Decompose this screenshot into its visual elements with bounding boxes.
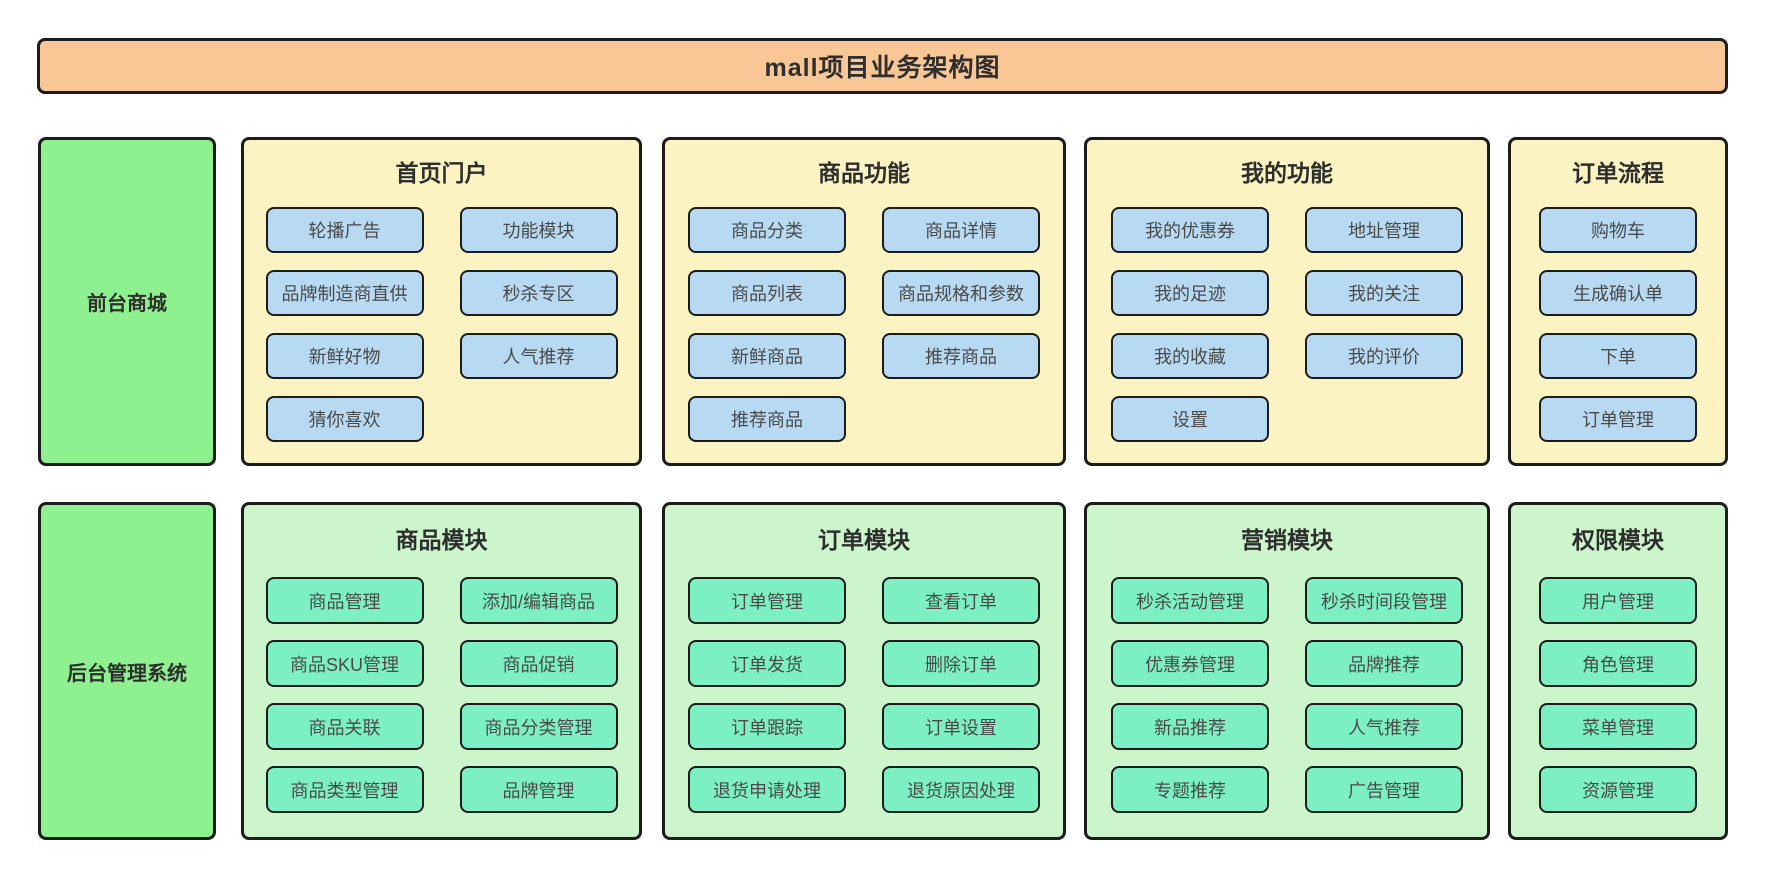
diagram-node: 秒杀专区 [459,270,618,316]
diagram-node: 资源管理 [1539,766,1697,813]
diagram-node: 我的优惠券 [1111,207,1269,253]
diagram-node: 订单管理 [688,577,846,624]
diagram-node: 广告管理 [1305,766,1463,813]
sidebar-backend-label: 后台管理系统 [67,662,187,685]
diagram-node: 我的足迹 [1111,270,1269,316]
diagram-node: 秒杀活动管理 [1111,577,1269,624]
diagram-node: 我的关注 [1305,270,1463,316]
diagram-node: 我的评价 [1305,333,1463,379]
diagram-node: 优惠券管理 [1111,640,1269,687]
diagram-node: 新鲜商品 [688,333,846,379]
diagram-node: 生成确认单 [1539,270,1697,316]
frontend-mall-section: 前台商城 首页门户轮播广告品牌制造商直供新鲜好物猜你喜欢 功能模块秒杀专区人气推荐… [0,137,1765,466]
diagram-node: 查看订单 [882,577,1040,624]
diagram-node: 商品关联 [265,703,424,750]
diagram-panel: 商品功能商品分类商品列表新鲜商品推荐商品商品详情商品规格和参数推荐商品 [662,137,1066,466]
panel-node-grid: 用户管理角色管理菜单管理资源管理 [1511,577,1725,813]
diagram-panel: 营销模块秒杀活动管理优惠券管理新品推荐专题推荐 秒杀时间段管理品牌推荐人气推荐广告… [1084,502,1490,840]
panel-title: 我的功能 [1241,160,1333,186]
diagram-title: mall项目业务架构图 [764,54,1001,82]
diagram-node: 品牌管理 [459,766,618,813]
diagram-node: 轮播广告 [265,207,424,253]
diagram-node: 用户管理 [1539,577,1697,624]
diagram-node: 购物车 [1539,207,1697,253]
sidebar-frontend-mall: 前台商城 [38,137,216,466]
diagram-node: 商品规格和参数 [882,270,1040,316]
panel-title: 商品模块 [395,527,488,553]
diagram-node: 商品类型管理 [265,766,424,813]
diagram-node: 商品促销 [459,640,618,687]
panel-node-grid: 商品管理商品SKU管理商品关联商品类型管理 添加/编辑商品商品促销商品分类管理品牌… [244,577,639,813]
panel-node-grid: 购物车生成确认单下单订单管理 [1511,207,1725,442]
diagram-panel: 首页门户轮播广告品牌制造商直供新鲜好物猜你喜欢 功能模块秒杀专区人气推荐 [241,137,642,466]
panel-title: 订单流程 [1572,160,1664,186]
diagram-node: 订单设置 [882,703,1040,750]
diagram-node: 新鲜好物 [265,333,424,379]
panel-title: 首页门户 [395,160,488,186]
diagram-node: 推荐商品 [882,333,1040,379]
diagram-node: 人气推荐 [459,333,618,379]
diagram-node: 商品管理 [265,577,424,624]
diagram-node: 删除订单 [882,640,1040,687]
diagram-panel: 商品模块商品管理商品SKU管理商品关联商品类型管理 添加/编辑商品商品促销商品分类… [241,502,642,840]
diagram-panel: 订单模块订单管理订单发货订单跟踪退货申请处理 查看订单删除订单订单设置退货原因处理 [662,502,1066,840]
panel-node-grid: 商品分类商品列表新鲜商品推荐商品商品详情商品规格和参数推荐商品 [665,207,1063,442]
diagram-node: 功能模块 [459,207,618,253]
diagram-node: 订单管理 [1539,396,1697,442]
sidebar-backend-admin: 后台管理系统 [38,502,216,840]
diagram-node: 商品列表 [688,270,846,316]
diagram-node: 商品分类 [688,207,846,253]
backend-admin-section: 后台管理系统 商品模块商品管理商品SKU管理商品关联商品类型管理 添加/编辑商品商… [0,502,1765,840]
diagram-node: 秒杀时间段管理 [1305,577,1463,624]
diagram-node: 人气推荐 [1305,703,1463,750]
diagram-node: 新品推荐 [1111,703,1269,750]
panel-title: 营销模块 [1241,527,1333,553]
panel-title: 权限模块 [1572,527,1664,553]
diagram-node: 菜单管理 [1539,703,1697,750]
diagram-node: 品牌制造商直供 [265,270,424,316]
diagram-node: 添加/编辑商品 [459,577,618,624]
diagram-node: 订单跟踪 [688,703,846,750]
panel-node-grid: 我的优惠券我的足迹我的收藏设置 地址管理我的关注我的评价 [1087,207,1487,442]
diagram-node: 订单发货 [688,640,846,687]
diagram-node: 地址管理 [1305,207,1463,253]
diagram-node: 推荐商品 [688,396,846,442]
diagram-node: 品牌推荐 [1305,640,1463,687]
diagram-panel: 权限模块用户管理角色管理菜单管理资源管理 [1508,502,1728,840]
diagram-node: 角色管理 [1539,640,1697,687]
diagram-panel: 订单流程购物车生成确认单下单订单管理 [1508,137,1728,466]
sidebar-frontend-label: 前台商城 [87,293,167,315]
diagram-node: 退货原因处理 [882,766,1040,813]
diagram-node: 我的收藏 [1111,333,1269,379]
diagram-node: 下单 [1539,333,1697,379]
panel-title: 商品功能 [818,160,910,186]
panel-node-grid: 订单管理订单发货订单跟踪退货申请处理 查看订单删除订单订单设置退货原因处理 [665,577,1063,813]
panel-node-grid: 轮播广告品牌制造商直供新鲜好物猜你喜欢 功能模块秒杀专区人气推荐 [244,207,639,442]
panel-node-grid: 秒杀活动管理优惠券管理新品推荐专题推荐 秒杀时间段管理品牌推荐人气推荐广告管理 [1087,577,1487,813]
diagram-title-banner: mall项目业务架构图 [37,38,1728,94]
diagram-node: 退货申请处理 [688,766,846,813]
panel-title: 订单模块 [818,527,910,553]
diagram-panel: 我的功能我的优惠券我的足迹我的收藏设置 地址管理我的关注我的评价 [1084,137,1490,466]
diagram-node: 专题推荐 [1111,766,1269,813]
diagram-node: 商品SKU管理 [265,640,424,687]
diagram-node: 猜你喜欢 [265,396,424,442]
diagram-node: 商品分类管理 [459,703,618,750]
diagram-node: 商品详情 [882,207,1040,253]
diagram-node: 设置 [1111,396,1269,442]
